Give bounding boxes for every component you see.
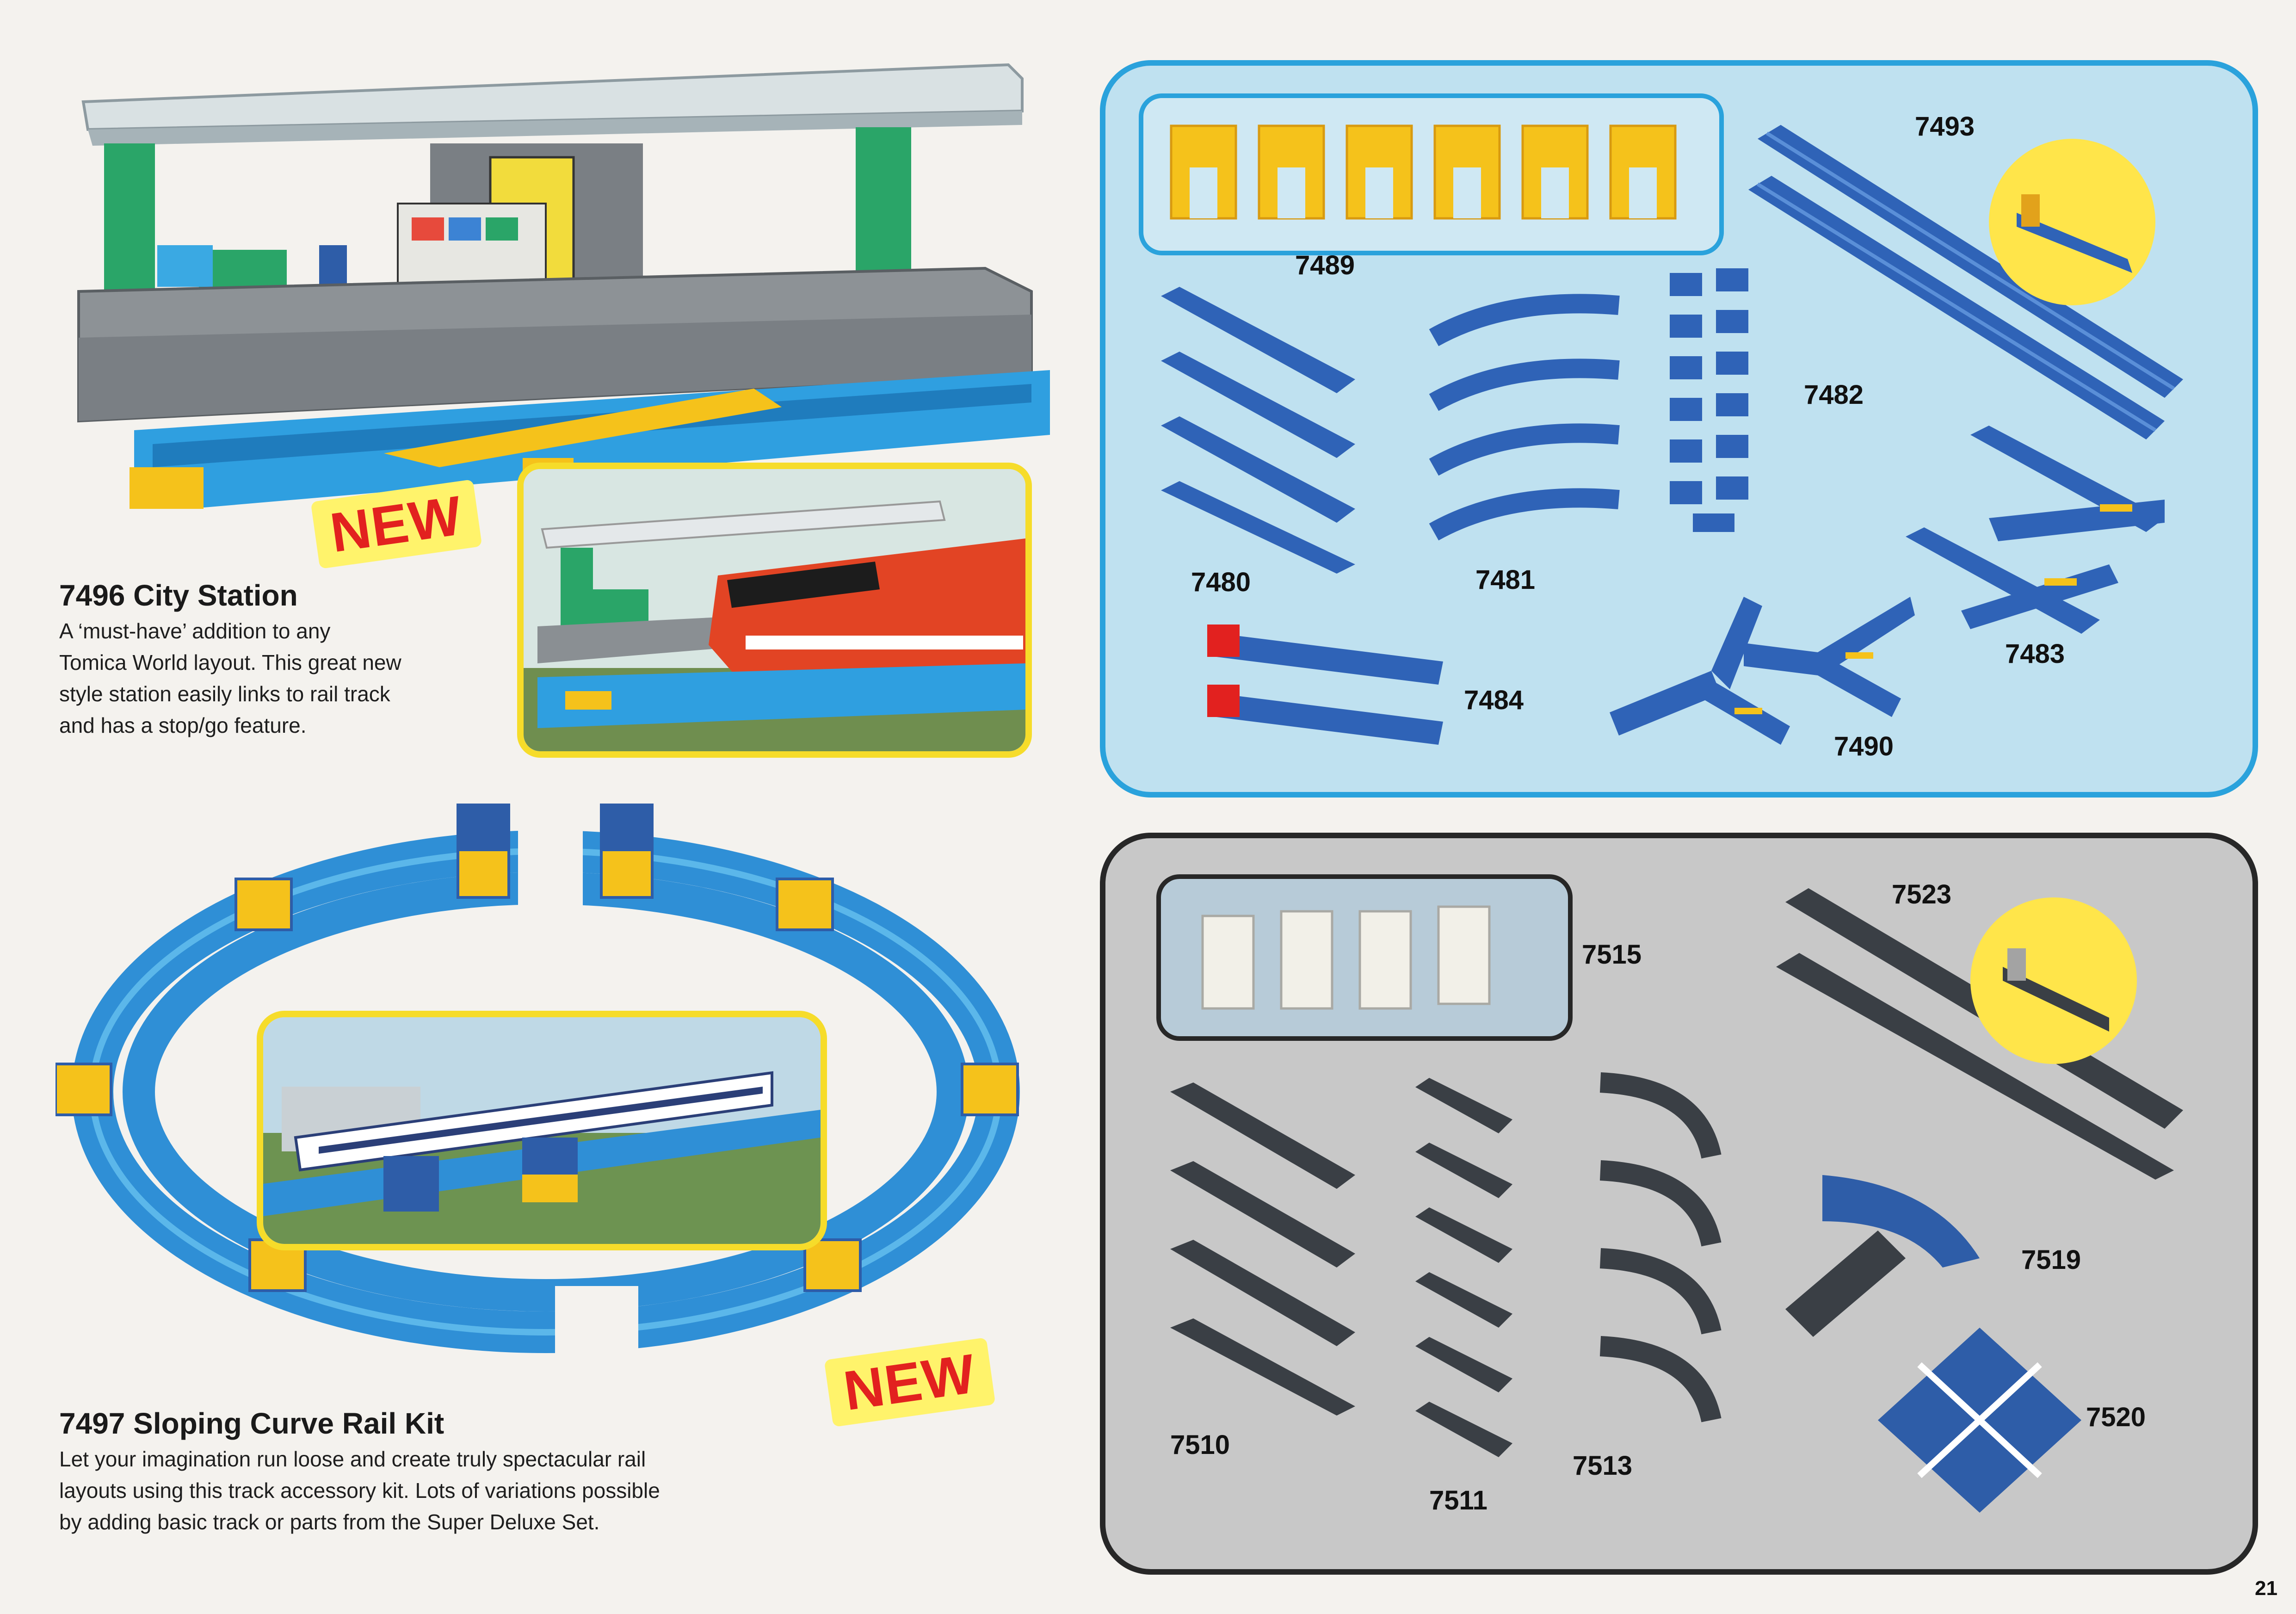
track-7493-graphic: [1748, 120, 2192, 446]
code-label: 7480: [1191, 567, 1251, 597]
track-7511-graphic: [1411, 1078, 1517, 1459]
city-station-inset-photo: [517, 463, 1032, 758]
city-station-description: A ‘must-have’ addition to any Tomica Wor…: [59, 615, 503, 741]
code-label: 7481: [1475, 565, 1536, 595]
track-7482-graphic: [1665, 264, 1785, 544]
city-station-title: 7496 City Station: [59, 579, 298, 612]
code-label: 7510: [1170, 1430, 1230, 1460]
description-line: and has a stop/go feature.: [59, 713, 307, 737]
track-7480-graphic: [1152, 287, 1364, 576]
sloping-curve-rail-photo: [54, 786, 1036, 1369]
sloping-curve-title: 7497 Sloping Curve Rail Kit: [59, 1407, 444, 1440]
code-label: 7520: [2086, 1402, 2146, 1432]
track-7520-graphic: [1873, 1323, 2086, 1520]
code-label: 7482: [1804, 380, 1864, 410]
code-label: 7519: [2021, 1245, 2081, 1275]
track-7519-graphic: [1785, 1156, 2035, 1344]
code-label: 7493: [1915, 111, 1975, 142]
code-label: 7523: [1892, 879, 1952, 909]
code-label: 7513: [1573, 1451, 1633, 1481]
code-label: 7490: [1834, 731, 1894, 761]
city-station-photo: [60, 51, 1055, 509]
track-7481-graphic: [1425, 287, 1637, 567]
code-label: 7483: [2005, 639, 2065, 669]
code-label: 7515: [1582, 940, 1642, 970]
description-line: by adding basic track or parts from the …: [59, 1510, 600, 1534]
slope-detail-circle: [1970, 897, 2137, 1064]
code-label: 7489: [1295, 250, 1355, 280]
page-number: 21: [2255, 1577, 2277, 1600]
code-label: 7511: [1429, 1485, 1487, 1515]
description-line: Tomica World layout. This great new: [59, 650, 401, 674]
slope-detail-circle: [1989, 139, 2155, 305]
white-supports-box: [1156, 874, 1573, 1041]
description-line: Let your imagination run loose and creat…: [59, 1447, 646, 1471]
track-7513-graphic: [1591, 1064, 1730, 1455]
sloping-curve-description: Let your imagination run loose and creat…: [59, 1443, 846, 1538]
track-7510-graphic: [1166, 1082, 1360, 1418]
track-7484-graphic: [1203, 615, 1452, 752]
sloping-curve-inset-photo: [257, 1011, 827, 1250]
code-label: 7484: [1464, 685, 1524, 715]
description-line: style station easily links to rail track: [59, 682, 390, 706]
description-line: layouts using this track accessory kit. …: [59, 1478, 660, 1503]
yellow-supports-box: [1139, 93, 1724, 255]
description-line: A ‘must-have’ addition to any: [59, 619, 331, 643]
track-7483-graphic: [1906, 426, 2192, 641]
track-7490-graphic: [1605, 560, 1920, 756]
